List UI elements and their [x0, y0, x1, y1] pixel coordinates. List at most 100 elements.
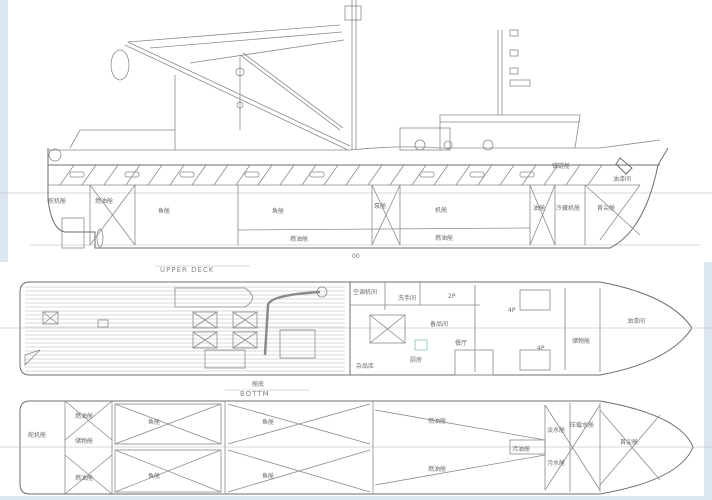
wheelhouse	[399, 29, 581, 151]
hatch-stripe	[279, 164, 295, 186]
rudder	[61, 217, 85, 249]
bottom-plan: 舱底 BOTTM 舵机舱	[0, 380, 712, 495]
label-fish-hold: 鱼舱	[262, 472, 274, 480]
label-paint-store: 油漆间	[627, 317, 645, 325]
deck-outline	[19, 281, 693, 376]
hatch-stripe	[543, 164, 559, 186]
label-fish-hold: 鱼舱	[262, 418, 274, 426]
hatch-stripe	[169, 164, 185, 186]
right-border	[704, 262, 712, 500]
profile-view: 舵机舱 燃油舱 鱼舱 鱼舱 机舱 燃油舱 燃油舱 油舱 冷藏机舱 首尖舱 锚链舱…	[0, 0, 712, 260]
label-steering-gear-room: 舵机舱	[48, 197, 66, 205]
label-galley: 厨房	[410, 356, 422, 364]
porthole	[69, 171, 85, 178]
hatch-stripe	[125, 164, 141, 186]
label-fuel-tank: 燃油舱	[428, 465, 446, 473]
hatch-stripe	[301, 164, 317, 186]
porthole	[124, 171, 140, 178]
hatch-stripe	[103, 164, 119, 186]
label-engine-room: 机舱	[435, 206, 447, 214]
label-store: 备品间	[430, 320, 448, 328]
aft-shelter	[69, 129, 176, 150]
label-fuel-tank-aft: 燃油舱	[95, 197, 113, 205]
label-cabin: 4P	[508, 307, 516, 314]
hatch-stripe	[455, 164, 471, 186]
hatch-stripe	[345, 164, 361, 186]
hatch-stripe	[587, 164, 603, 186]
bottom-title-cn: 舱底	[252, 380, 264, 388]
label-oil-tank: 油舱	[533, 204, 545, 212]
hatch-stripe	[59, 164, 75, 186]
label-fresh-water-tank: 淡水舱	[547, 426, 565, 434]
hatch-stripe	[411, 164, 427, 186]
label-chain-locker: 锚链舱	[552, 162, 570, 170]
bulkheads	[89, 184, 641, 246]
label-fuel-tank: 燃油舱	[428, 417, 446, 425]
tank-divisions	[64, 400, 661, 495]
left-border	[0, 0, 8, 262]
label-storage: 储物舱	[572, 337, 590, 345]
porthole	[519, 171, 535, 178]
hatch-stripe	[565, 164, 581, 186]
bottom-title: BOTTM	[240, 390, 270, 398]
label-fuel-tank: 燃油舱	[435, 234, 453, 242]
label-sewage-tank: 污水舱	[547, 459, 565, 467]
crane	[110, 0, 362, 151]
label-fish-hold: 鱼舱	[148, 472, 160, 480]
bottom-outline	[19, 400, 694, 495]
label-fish-hold: 鱼舱	[158, 207, 170, 215]
winch-drum	[48, 148, 62, 162]
anchor-symbol	[615, 157, 633, 175]
upper-deck-title: UPPER DECK	[160, 266, 214, 274]
hatch-stripe	[323, 164, 339, 186]
label-fish-hold: 鱼舱	[148, 418, 160, 426]
hatch-stripe	[235, 164, 251, 186]
hull-outline	[47, 147, 669, 249]
bottom-border	[0, 496, 712, 500]
porthole	[469, 171, 485, 178]
hatch-stripe	[433, 164, 449, 186]
label-cabin: 4P	[537, 345, 545, 352]
porthole	[419, 171, 435, 178]
label-steering-gear-room: 舵机舱	[28, 431, 46, 439]
hatch-stripe	[477, 164, 493, 186]
accommodation-walls	[350, 282, 601, 376]
porthole	[309, 171, 325, 178]
propeller	[96, 228, 104, 248]
hatch-stripe	[81, 164, 97, 186]
scale-mark: 00	[352, 253, 360, 260]
label-fuel-tank: 燃油舱	[75, 412, 93, 420]
label-ac-room: 空调机间	[353, 288, 377, 296]
upper-deck-plan: UPPER DECK	[0, 265, 712, 376]
label-cold-room: 冷藏机舱	[556, 204, 580, 212]
label-paint-store: 油漆间	[613, 175, 631, 183]
hatch-stripe	[257, 164, 273, 186]
hatch-stripe	[213, 164, 229, 186]
fore-bulwark	[349, 139, 661, 151]
portholes	[69, 171, 535, 178]
label-mess: 餐厅	[455, 339, 467, 347]
label-waste-oil-tank: 污油舱	[512, 445, 530, 453]
label-ballast-tank: 压载水舱	[570, 421, 594, 429]
porthole	[179, 171, 195, 178]
hatch-stripe	[367, 164, 383, 186]
label-fuel-tank: 燃油舱	[75, 474, 93, 482]
label-pump-room: 泵舱	[374, 202, 386, 210]
label-fore-peak: 首尖舱	[620, 438, 638, 446]
label-cabin: 2P	[448, 293, 456, 300]
galley-fixture	[414, 339, 428, 351]
hatch-stripe	[191, 164, 207, 186]
hull-hatching	[59, 164, 603, 186]
label-fuel-tank: 燃油舱	[290, 235, 308, 243]
hatch-stripe	[521, 164, 537, 186]
hatch-stripe	[147, 164, 163, 186]
label-misc-store: 杂品库	[356, 362, 374, 370]
deck-planking	[25, 286, 345, 372]
label-fore-peak: 首尖舱	[597, 204, 615, 212]
hatch-stripe	[499, 164, 515, 186]
hatch-stripe	[389, 164, 405, 186]
label-toilet: 洗手间	[398, 294, 416, 302]
label-storage: 储物舱	[75, 437, 93, 445]
label-fish-hold: 鱼舱	[272, 207, 284, 215]
